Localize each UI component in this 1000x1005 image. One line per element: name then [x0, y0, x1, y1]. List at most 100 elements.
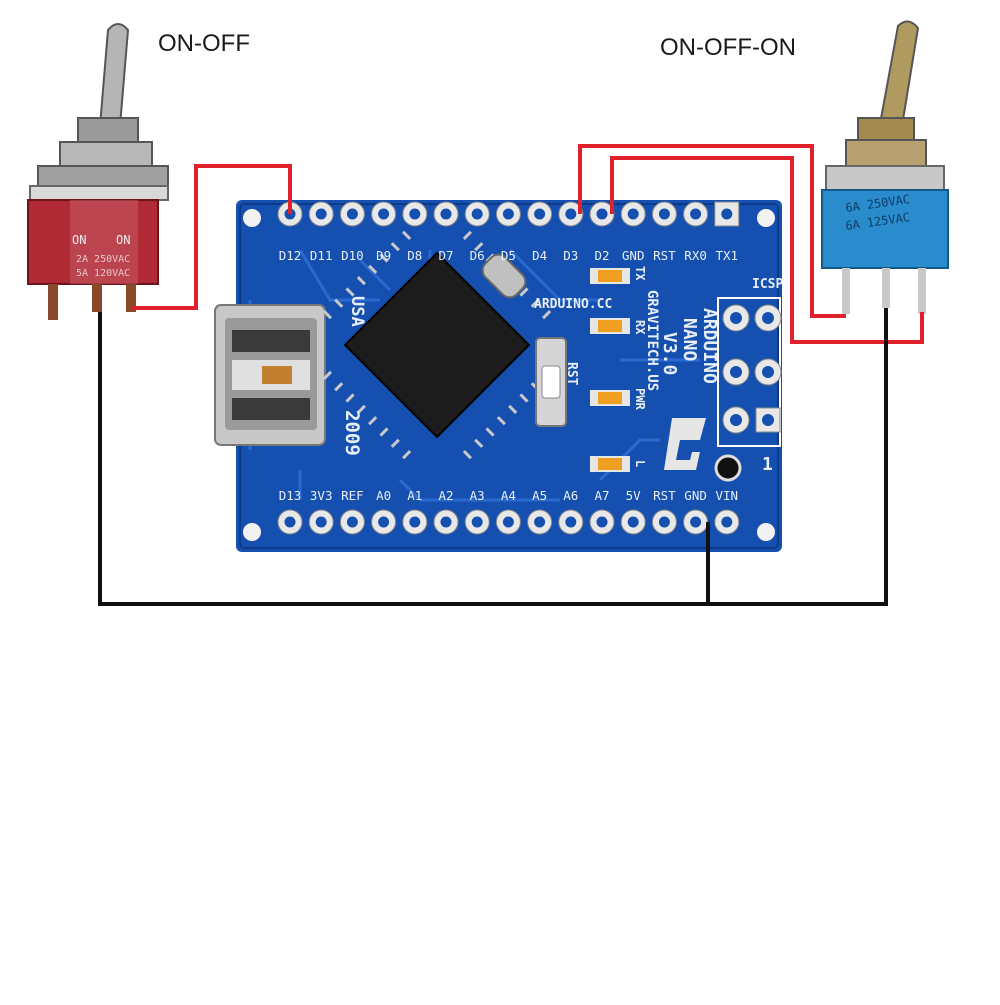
pin-label-rx0: RX0	[684, 248, 707, 263]
pin-d3	[558, 201, 584, 227]
silk-led-pwr: PWR	[633, 388, 647, 410]
toggle-lever[interactable]	[98, 23, 130, 127]
pin-label-d7: D7	[438, 248, 453, 263]
pin-label-a5: A5	[532, 488, 547, 503]
icsp-header	[714, 297, 782, 482]
silk-model-1: ARDUINO	[699, 308, 720, 384]
switch-rating-2: 5A 120VAC	[76, 268, 130, 279]
pin-rst	[651, 509, 677, 535]
reset-button[interactable]	[535, 337, 567, 427]
pin-a5	[527, 509, 553, 535]
terminal-common	[882, 268, 890, 308]
terminal-common	[92, 284, 102, 312]
silk-led-l: L	[633, 460, 647, 467]
pin-label-a2: A2	[438, 488, 453, 503]
silk-model-2: NANO	[679, 318, 700, 362]
wire-right-switch-to-d2	[610, 156, 924, 344]
silk-usa: USA	[347, 296, 367, 327]
pin-d11	[308, 201, 334, 227]
led-tx	[590, 268, 630, 284]
pin-label-a0: A0	[376, 488, 391, 503]
silk-maker: GRAVITECH.US	[644, 290, 660, 391]
pin-3v3	[308, 509, 334, 535]
pin-rx0	[683, 201, 709, 227]
pin-label-vin: VIN	[716, 488, 739, 503]
pin-label-d4: D4	[532, 248, 547, 263]
pin-label-d6: D6	[470, 248, 485, 263]
pin-label-d9: D9	[376, 248, 391, 263]
pin-d7	[433, 201, 459, 227]
wire-left-switch-to-d12	[132, 164, 292, 310]
wires	[98, 144, 924, 606]
pin-label-d5: D5	[501, 248, 516, 263]
pin-label-gnd: GND	[622, 248, 645, 263]
toggle-lever[interactable]	[878, 20, 920, 128]
pin-label-gnd: GND	[684, 488, 707, 503]
pin-a6	[558, 509, 584, 535]
pin-label-ref: REF	[341, 488, 364, 503]
pin-a7	[589, 509, 615, 535]
pin-d6	[464, 201, 490, 227]
silk-model-3: V3.0	[659, 332, 680, 375]
top-pin-header	[277, 201, 740, 227]
pin-label-d10: D10	[341, 248, 364, 263]
pin-label-a7: A7	[594, 488, 609, 503]
pin-d8	[402, 201, 428, 227]
silk-icsp: ICSP	[752, 277, 783, 292]
led-rx	[590, 318, 630, 334]
silk-pin1: 1	[762, 454, 773, 475]
right-switch-title: ON-OFF-ON	[660, 34, 796, 61]
pin-d5	[495, 201, 521, 227]
pin-a2	[433, 509, 459, 535]
pin-a1	[402, 509, 428, 535]
pin-gnd	[620, 201, 646, 227]
toggle-switch-on-off-on[interactable]: 6A 250VAC 6A 125VAC	[821, 20, 949, 314]
pin-tx1	[714, 201, 740, 227]
silk-2009: 2009	[341, 410, 363, 456]
pin-label-5v: 5V	[626, 488, 642, 503]
bottom-pin-header	[277, 509, 740, 535]
pin-d4	[527, 201, 553, 227]
pin-label-a1: A1	[407, 488, 422, 503]
pin-label-tx1: TX1	[716, 248, 739, 263]
pin-a3	[464, 509, 490, 535]
pin-d10	[339, 201, 365, 227]
toggle-switch-on-off[interactable]: ON ON 2A 250VAC 5A 120VAC	[27, 23, 169, 320]
pin-label-d11: D11	[310, 248, 333, 263]
wire-ground-common	[98, 308, 888, 606]
mini-usb-connector	[214, 304, 326, 446]
led-pwr	[590, 390, 630, 406]
pin-vin	[714, 509, 740, 535]
switch-body	[821, 189, 949, 269]
pcb	[236, 200, 782, 552]
mounting-holes	[243, 209, 775, 541]
pin-label-d13: D13	[279, 488, 302, 503]
terminal-on	[126, 284, 136, 312]
pin-gnd	[683, 509, 709, 535]
status-leds	[590, 268, 630, 472]
pin-rst	[651, 201, 677, 227]
silk-led-tx: TX	[633, 266, 647, 281]
pin-label-rst: RST	[653, 248, 676, 263]
switch-mark-on-2: ON	[116, 233, 130, 247]
terminal-2	[918, 268, 926, 314]
silk-reset: RST	[564, 362, 579, 386]
wire-right-switch-to-d3	[578, 144, 846, 318]
pin-label-d3: D3	[563, 248, 578, 263]
terminal-1	[842, 268, 850, 314]
pin-label-rst: RST	[653, 488, 676, 503]
switch-rating-1: 2A 250VAC	[76, 254, 130, 265]
silk-site: ARDUINO.CC	[534, 297, 612, 312]
pin-a0	[371, 509, 397, 535]
pin-d13	[277, 509, 303, 535]
gravitech-logo	[664, 418, 706, 470]
pin-label-a3: A3	[470, 488, 485, 503]
pin-ref	[339, 509, 365, 535]
led-l	[590, 456, 630, 472]
silk-led-rx: RX	[633, 320, 647, 335]
